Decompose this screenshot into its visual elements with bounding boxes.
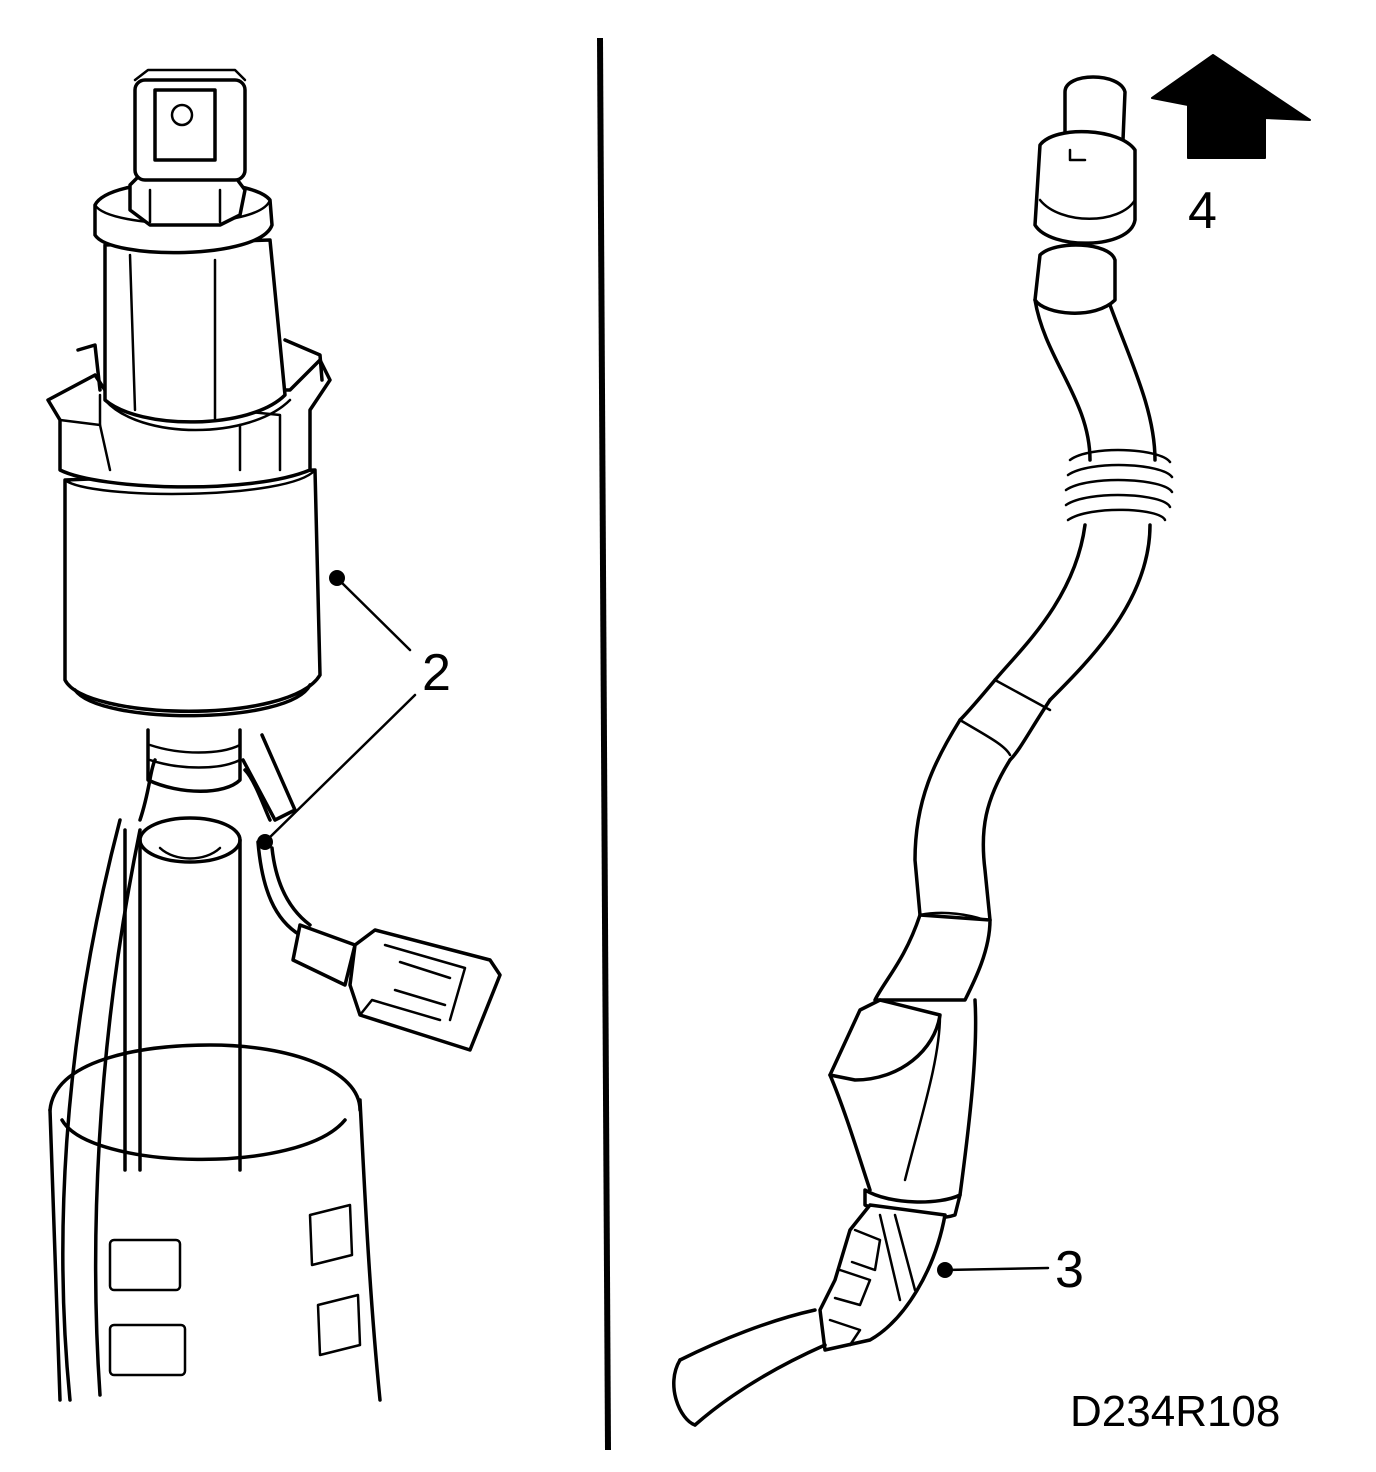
hose-top-fitting (1033, 75, 1137, 315)
up-right-arrow-icon (1151, 54, 1311, 159)
pump-motor-housing (103, 238, 292, 432)
callout-label-3: 3 (1055, 1241, 1084, 1299)
callout-label-2: 2 (422, 644, 451, 702)
hose-end-connector (672, 1203, 947, 1427)
pump-thread (146, 728, 242, 793)
hose-corrugation (1064, 448, 1174, 522)
hose-clip (828, 913, 992, 1220)
figure-code: D234R108 (1070, 1387, 1280, 1436)
callout-3: 3 (937, 1241, 1084, 1299)
fuel-hose (672, 75, 1174, 1427)
panel-divider (597, 37, 611, 1451)
inner-pipe (123, 816, 242, 1172)
callout-4: 4 (1151, 54, 1311, 240)
callout-2: 2 (257, 570, 451, 850)
fuel-pump-assembly (46, 68, 502, 1402)
callout-label-4: 4 (1188, 182, 1217, 240)
pump-connector (256, 840, 502, 1052)
reservoir-tube (48, 818, 382, 1402)
pump-top-cap (93, 68, 274, 255)
pump-body (63, 468, 322, 718)
